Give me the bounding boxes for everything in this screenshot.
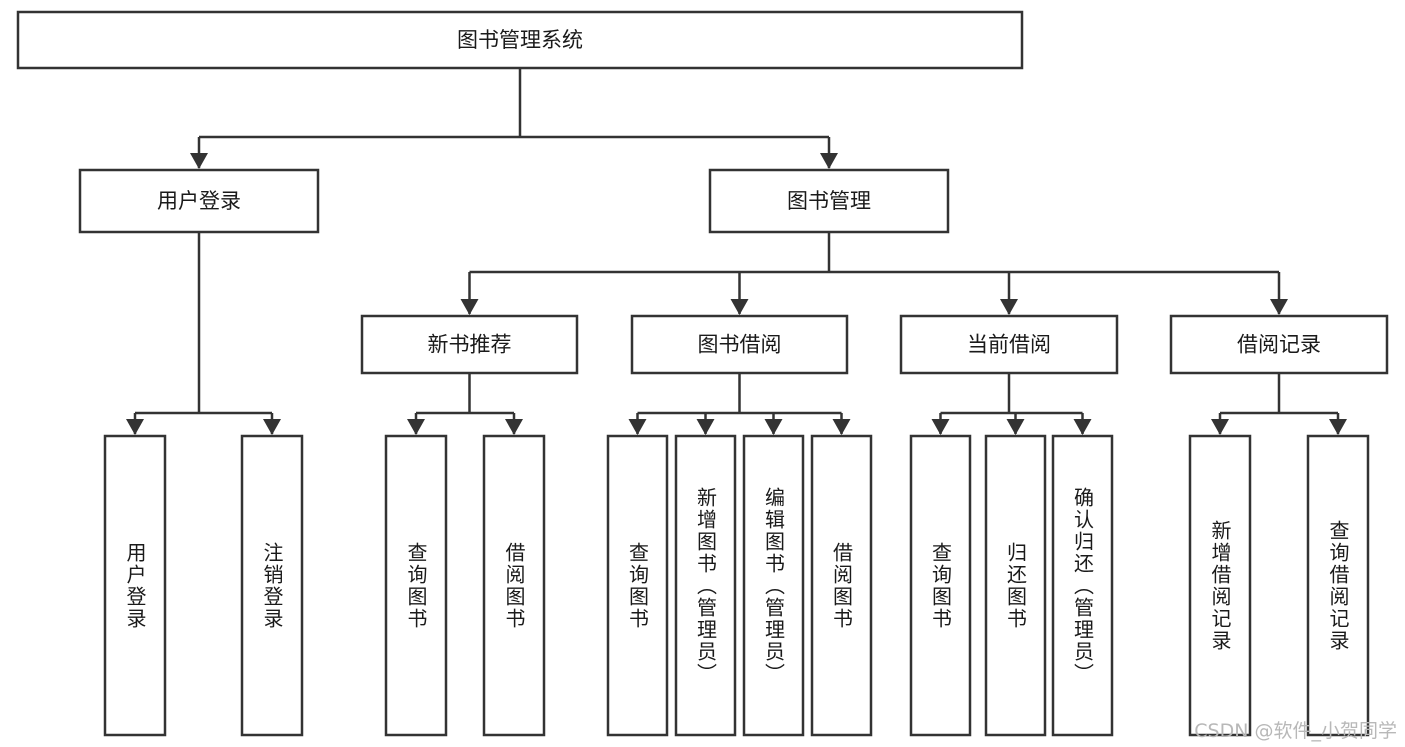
csdn-watermark: CSDN @软件_小贺同学 — [1194, 720, 1397, 742]
arrow-to-new-book-rec — [460, 299, 479, 315]
arrow-to-leaf-return-book — [1006, 419, 1025, 435]
arrow-to-book-borrow — [730, 299, 749, 315]
node-box-leaf-query-book-3[interactable] — [909, 434, 972, 737]
node-label-book-borrow: 图书借阅 — [698, 333, 782, 357]
arrow-to-leaf-user-login — [126, 419, 144, 435]
arrow-to-leaf-confirm-return — [1073, 419, 1092, 435]
arrow-to-borrow-record — [1270, 299, 1288, 315]
node-box-leaf-query-record[interactable] — [1306, 434, 1370, 737]
node-label-borrow-record: 借阅记录 — [1237, 333, 1321, 357]
node-box-leaf-user-login[interactable] — [103, 434, 167, 737]
node-box-book-manage[interactable] — [708, 168, 950, 234]
arrow-to-book-manage — [820, 153, 838, 169]
node-label-new-book-rec: 新书推荐 — [428, 333, 512, 357]
node-box-leaf-add-record[interactable] — [1188, 434, 1252, 737]
arrow-to-leaf-add-book — [696, 419, 715, 435]
node-box-leaf-borrow-book-2[interactable] — [810, 434, 873, 737]
node-box-new-book-rec[interactable] — [360, 314, 579, 375]
node-box-leaf-borrow-book-1[interactable] — [482, 434, 546, 737]
arrow-to-user-login — [190, 153, 208, 169]
node-box-book-borrow[interactable] — [630, 314, 849, 375]
boxes-layer — [16, 10, 1389, 737]
arrow-to-leaf-logout — [263, 419, 281, 435]
arrow-to-leaf-borrow-book-2 — [832, 419, 851, 435]
arrow-to-current-borrow — [1000, 299, 1018, 315]
node-label-root: 图书管理系统 — [457, 28, 583, 52]
node-label-user-login: 用户登录 — [157, 189, 241, 213]
arrow-to-leaf-query-book-2 — [628, 419, 647, 435]
arrow-to-leaf-query-book-3 — [931, 419, 950, 435]
node-box-borrow-record[interactable] — [1169, 314, 1389, 375]
node-box-current-borrow[interactable] — [899, 314, 1119, 375]
node-box-root[interactable] — [16, 10, 1024, 70]
node-box-leaf-logout[interactable] — [240, 434, 304, 737]
node-box-leaf-add-book[interactable] — [674, 434, 737, 737]
arrow-to-leaf-query-record — [1329, 419, 1347, 435]
node-box-leaf-return-book[interactable] — [984, 434, 1047, 737]
node-box-leaf-confirm-return[interactable] — [1051, 434, 1114, 737]
connectors-layer — [126, 68, 1347, 435]
node-box-user-login[interactable] — [78, 168, 320, 234]
node-label-current-borrow: 当前借阅 — [967, 333, 1051, 357]
arrow-to-leaf-query-book-1 — [407, 419, 425, 435]
arrow-to-leaf-borrow-book-1 — [505, 419, 523, 435]
node-label-book-manage: 图书管理 — [787, 189, 871, 213]
node-box-leaf-query-book-1[interactable] — [384, 434, 448, 737]
arrow-to-leaf-edit-book — [764, 419, 783, 435]
node-box-leaf-query-book-2[interactable] — [606, 434, 669, 737]
arrow-to-leaf-add-record — [1211, 419, 1229, 435]
node-box-leaf-edit-book[interactable] — [742, 434, 805, 737]
